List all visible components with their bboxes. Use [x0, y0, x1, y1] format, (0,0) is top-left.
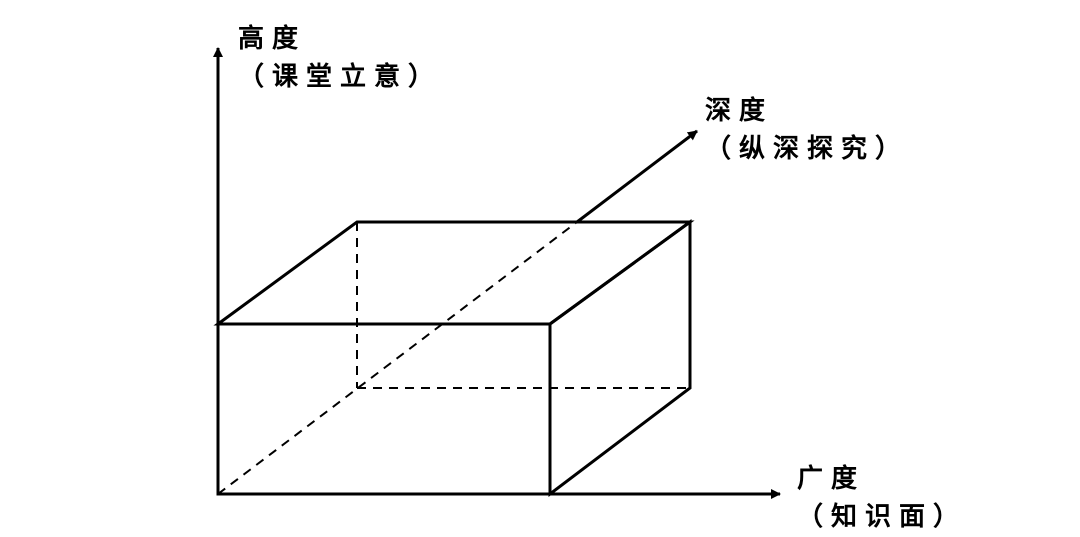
box-right-face: [548, 219, 692, 498]
height-axis-title: 高度: [238, 24, 307, 54]
depth-axis: [576, 129, 698, 224]
height-axis-subtitle: （课堂立意）: [238, 62, 443, 92]
depth-axis-subtitle: （纵深探究）: [705, 134, 910, 164]
width-axis-subtitle: （知识面）: [797, 502, 968, 532]
width-axis-title: 广度: [797, 464, 866, 494]
box-front-face: [216, 322, 552, 496]
depth-axis-label: 深度 （纵深探究）: [705, 96, 909, 164]
depth-axis-hidden: [217, 221, 578, 495]
depth-axis-title: 深度: [705, 96, 774, 126]
width-axis-label: 广度 （知识面）: [797, 464, 967, 532]
height-axis-label: 高度 （课堂立意）: [238, 24, 442, 92]
